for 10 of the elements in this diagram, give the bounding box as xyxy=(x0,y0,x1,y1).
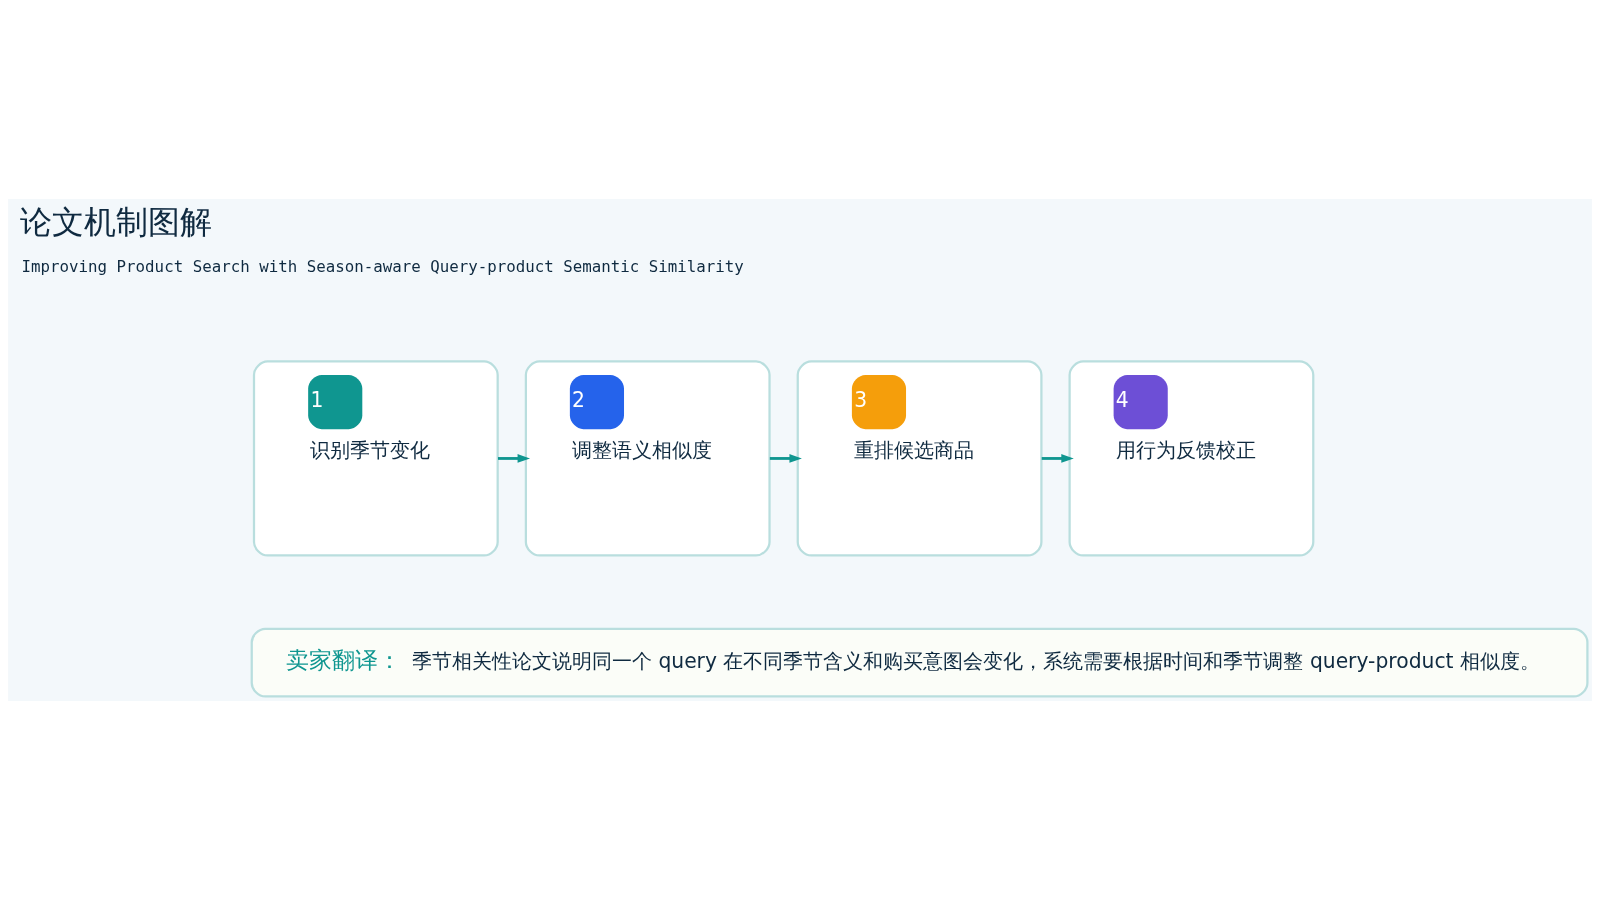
arrow xyxy=(769,454,802,463)
arrow xyxy=(1041,454,1074,463)
node-box: 卖家翻译： 季节相关性论文说明同一个 query 在不同季节含义和购买意图会变化，系统需要根据时间和季节调整 query-product 相似度。 xyxy=(250,627,1589,698)
node-box: 4 用行为反馈校正 xyxy=(1068,360,1315,557)
node-box: 3 重排候选商品 xyxy=(796,360,1043,557)
label: Improving Product Search with Season-aware Query-product Semantic Similarity xyxy=(21,256,744,276)
arrow xyxy=(497,454,530,463)
node-box: 1 识别季节变化 xyxy=(252,360,499,557)
diagram-title: 论文机制图解 xyxy=(19,204,212,241)
node-box: 2 调整语义相似度 xyxy=(524,360,771,557)
